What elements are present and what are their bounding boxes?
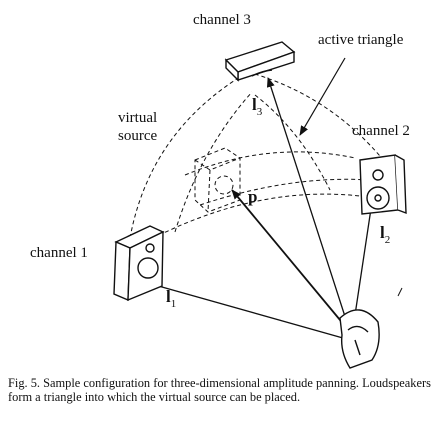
- speaker-channel-1: [113, 225, 165, 302]
- label-p: p: [248, 187, 257, 206]
- label-source: source: [118, 128, 157, 144]
- label-l3-sub: 3: [257, 106, 263, 118]
- arc-inner-2: [254, 94, 331, 191]
- active-triangle-pointer: [299, 57, 346, 136]
- label-l1-base: l: [166, 287, 171, 306]
- vector-l1: [129, 276, 351, 341]
- label-l3-base: l: [252, 95, 257, 114]
- vector-l3: [266, 77, 351, 333]
- arc-top-left: [129, 71, 249, 239]
- label-channel-3: channel 3: [193, 12, 251, 28]
- label-active-triangle: active triangle: [318, 32, 404, 48]
- virtual-source-box: [194, 147, 241, 213]
- label-l2: l2: [380, 223, 390, 246]
- label-channel-1: channel 1: [30, 245, 88, 261]
- dashed-arcs: [129, 71, 386, 246]
- label-l3: l3: [252, 95, 263, 118]
- arc-inner-3: [184, 151, 356, 176]
- vectors: [129, 77, 375, 341]
- listener-icon: [339, 309, 380, 369]
- arc-top-right: [247, 71, 386, 163]
- label-l2-sub: 2: [385, 234, 391, 246]
- vector-p: [231, 189, 351, 333]
- label-channel-2: channel 2: [352, 123, 410, 139]
- speaker-channel-2: [359, 154, 407, 215]
- label-virtual: virtual: [118, 110, 157, 126]
- figure-caption: Fig. 5. Sample configuration for three-d…: [8, 376, 431, 404]
- label-l1-sub: 1: [171, 298, 177, 310]
- arc-inner-1: [174, 91, 253, 233]
- arc-inner-4: [199, 178, 371, 206]
- speaker-channel-3: [224, 41, 296, 82]
- listener-tick: [397, 287, 403, 297]
- label-l2-base: l: [380, 223, 385, 242]
- label-l1: l1: [166, 287, 176, 310]
- arc-bottom: [139, 193, 376, 246]
